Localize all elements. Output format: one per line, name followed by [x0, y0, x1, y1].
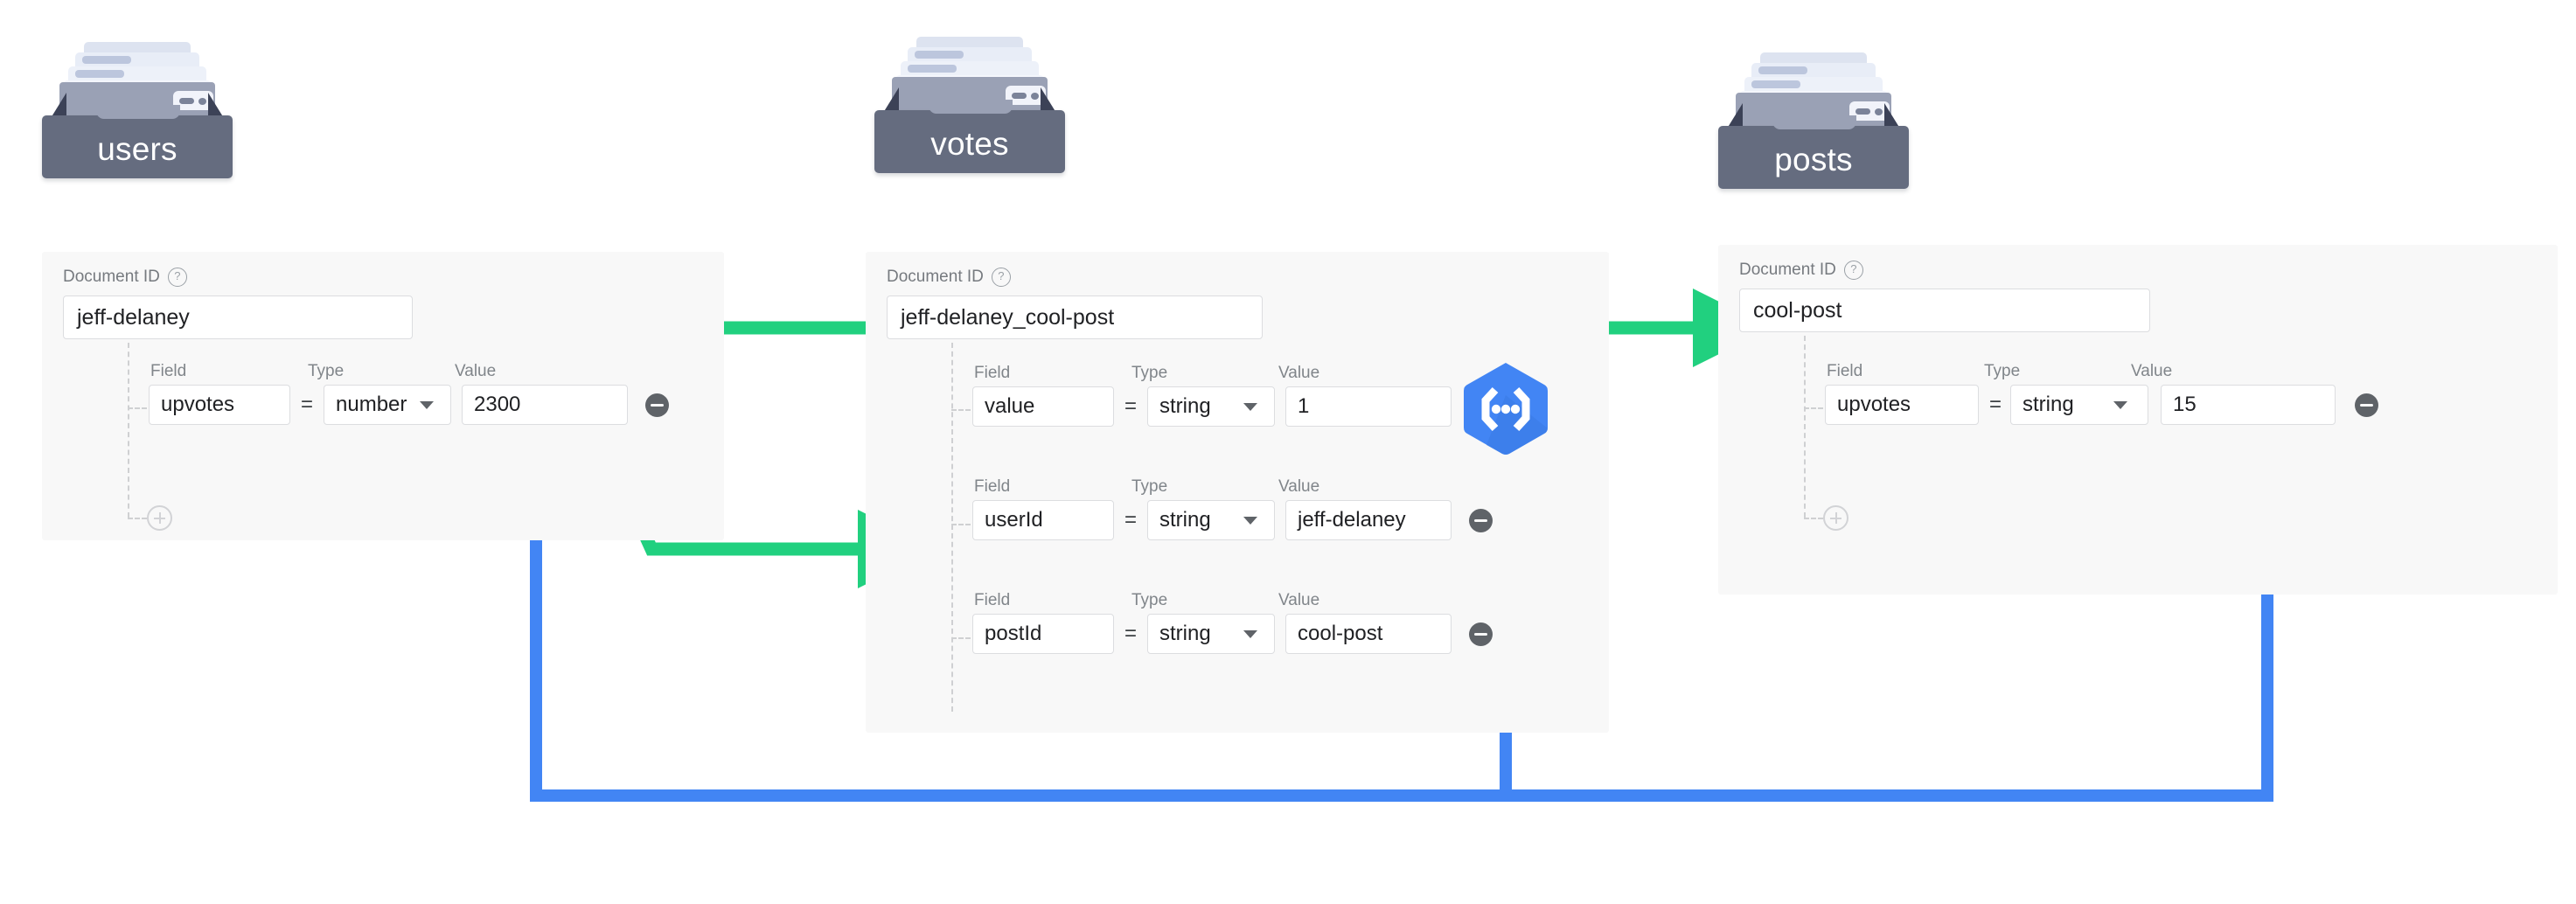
document-id-label-text: Document ID — [887, 268, 984, 286]
column-header-field: Field — [150, 362, 187, 380]
document-id-label-votes: Document ID ? — [887, 268, 1011, 287]
folder-papers — [63, 42, 212, 117]
field-tree-line — [951, 343, 953, 712]
field-value-input[interactable]: 15 — [2161, 385, 2336, 425]
chevron-down-icon[interactable] — [420, 401, 434, 409]
collection-folder-icon-posts: posts — [1718, 52, 1909, 192]
folder-front: users — [42, 105, 233, 178]
field-name-input[interactable]: postId — [972, 614, 1114, 654]
document-id-label-posts: Document ID ? — [1739, 261, 1863, 280]
column-header-type: Type — [1131, 591, 1168, 609]
field-type-select[interactable]: string — [2010, 385, 2148, 425]
folder-chip-icon — [1006, 86, 1046, 105]
field-value-input[interactable]: 1 — [1285, 386, 1452, 427]
document-card-votes: Document ID ? jeff-delaney_cool-post Fie… — [866, 252, 1609, 733]
collection-name-votes: votes — [930, 126, 1009, 162]
equals-sign: = — [1124, 508, 1138, 532]
column-header-value: Value — [2131, 362, 2173, 380]
column-header-value: Value — [455, 362, 497, 380]
chevron-down-icon[interactable] — [1243, 630, 1257, 638]
field-tree-twig — [951, 409, 971, 411]
remove-circle-icon[interactable] — [1469, 509, 1493, 532]
document-card-users: Document ID ? jeff-delaney Field Type Va… — [42, 252, 724, 540]
remove-circle-icon[interactable] — [1469, 622, 1493, 646]
column-header-field: Field — [974, 364, 1011, 382]
column-header-type: Type — [308, 362, 345, 380]
equals-sign: = — [1124, 622, 1138, 645]
document-id-label-text: Document ID — [63, 268, 160, 286]
folder-chip-icon — [1849, 101, 1890, 121]
field-tree-twig — [128, 407, 147, 409]
folder-front: posts — [1718, 115, 1909, 189]
field-type-select[interactable]: string — [1147, 614, 1275, 654]
folder-front: votes — [874, 100, 1065, 173]
equals-sign: = — [1989, 393, 2002, 416]
document-card-posts: Document ID ? cool-post Field Type Value… — [1718, 245, 2558, 595]
chevron-down-icon[interactable] — [1243, 517, 1257, 525]
field-name-input[interactable]: upvotes — [149, 385, 290, 425]
add-circle-icon[interactable] — [1823, 505, 1848, 531]
equals-sign: = — [1124, 394, 1138, 418]
field-tree-twig — [1804, 518, 1823, 519]
field-tree-line — [128, 343, 129, 518]
help-circle-icon[interactable]: ? — [1843, 261, 1863, 280]
column-header-type: Type — [1131, 477, 1168, 496]
document-id-input-votes[interactable]: jeff-delaney_cool-post — [887, 296, 1263, 339]
chevron-down-icon[interactable] — [2113, 401, 2127, 409]
help-circle-icon[interactable]: ? — [167, 268, 187, 287]
document-id-input-users[interactable]: jeff-delaney — [63, 296, 413, 339]
folder-chip-icon — [173, 91, 213, 110]
help-circle-icon[interactable]: ? — [991, 268, 1011, 287]
field-row: Field Type Value upvotes = number 2300 — [149, 362, 708, 425]
field-tree-twig — [1804, 407, 1823, 409]
field-value-input[interactable]: 2300 — [462, 385, 628, 425]
field-value-input[interactable]: cool-post — [1285, 614, 1452, 654]
chevron-down-icon[interactable] — [1243, 403, 1257, 411]
field-tree-twig — [951, 524, 971, 525]
field-name-input[interactable]: userId — [972, 500, 1114, 540]
document-id-input-posts[interactable]: cool-post — [1739, 289, 2150, 332]
column-header-field: Field — [974, 477, 1011, 496]
field-row: Field Type Value userId = string jeff-de… — [972, 477, 1584, 540]
collection-name-users: users — [97, 131, 178, 167]
collection-folder-icon-votes: votes — [874, 37, 1065, 177]
column-header-value: Value — [1278, 477, 1320, 496]
column-header-field: Field — [1827, 362, 1863, 380]
remove-circle-icon[interactable] — [2355, 393, 2378, 417]
column-header-value: Value — [1278, 364, 1320, 382]
field-tree-line — [1804, 336, 1806, 518]
field-value-input[interactable]: jeff-delaney — [1285, 500, 1452, 540]
column-header-type: Type — [1984, 362, 2021, 380]
remove-circle-icon[interactable] — [645, 393, 669, 417]
field-tree-twig — [951, 637, 971, 639]
column-header-value: Value — [1278, 591, 1320, 609]
field-name-input[interactable]: upvotes — [1825, 385, 1979, 425]
field-row: Field Type Value upvotes = string 15 — [1825, 362, 2489, 425]
field-name-input[interactable]: value — [972, 386, 1114, 427]
field-row: Field Type Value value = string 1 — [972, 364, 1584, 427]
field-row: Field Type Value postId = string cool-po… — [972, 591, 1584, 654]
equals-sign: = — [301, 393, 314, 416]
add-circle-icon[interactable] — [147, 505, 172, 531]
field-type-select[interactable]: string — [1147, 386, 1275, 427]
column-header-type: Type — [1131, 364, 1168, 382]
field-type-select[interactable]: number — [324, 385, 451, 425]
collection-name-posts: posts — [1774, 142, 1853, 177]
document-id-label-text: Document ID — [1739, 261, 1836, 279]
document-id-label-users: Document ID ? — [63, 268, 187, 287]
field-tree-twig — [128, 518, 147, 519]
cloud-functions-icon[interactable] — [1460, 360, 1551, 458]
column-header-field: Field — [974, 591, 1011, 609]
collection-folder-icon-users: users — [42, 42, 233, 182]
